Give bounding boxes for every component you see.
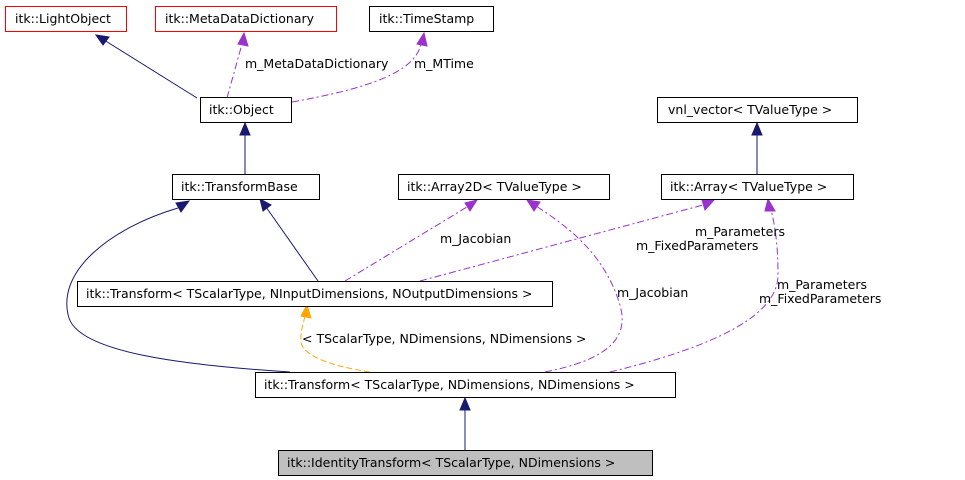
arrowhead bbox=[525, 199, 541, 212]
node-label: itk::Array2D< TValueType > bbox=[407, 179, 582, 194]
label-m-parameters-lower: m_Parameters bbox=[777, 277, 867, 292]
edge-specialized-array bbox=[609, 209, 779, 373]
node-metadata-dictionary[interactable]: itk::MetaDataDictionary bbox=[155, 6, 337, 32]
edge-transform-array bbox=[419, 204, 704, 282]
label-m-fixedparameters-lower: m_FixedParameters bbox=[759, 291, 881, 306]
edge-specialized-transformbase bbox=[66, 207, 291, 373]
arrowhead bbox=[259, 198, 272, 212]
node-array[interactable]: itk::Array< TValueType > bbox=[661, 174, 854, 200]
arrowhead bbox=[764, 197, 776, 212]
arrowhead bbox=[175, 200, 191, 213]
node-transform-generic[interactable]: itk::Transform< TScalarType, NInputDimen… bbox=[77, 281, 553, 307]
node-label: itk::TimeStamp bbox=[379, 11, 474, 26]
node-label: itk::Transform< TScalarType, NDimensions… bbox=[264, 377, 635, 392]
node-label: itk::LightObject bbox=[15, 11, 111, 26]
arrowhead bbox=[239, 121, 251, 136]
node-identity-transform[interactable]: itk::IdentityTransform< TScalarType, NDi… bbox=[278, 450, 653, 476]
node-label: itk::TransformBase bbox=[181, 179, 298, 194]
node-time-stamp[interactable]: itk::TimeStamp bbox=[369, 6, 494, 32]
arrowhead bbox=[237, 31, 249, 47]
label-m-mtime: m_MTime bbox=[414, 56, 474, 71]
node-transform-base[interactable]: itk::TransformBase bbox=[172, 174, 320, 200]
label-m-jacobian-right: m_Jacobian bbox=[617, 285, 688, 300]
node-transform-specialized[interactable]: itk::Transform< TScalarType, NDimensions… bbox=[255, 372, 676, 398]
edges bbox=[66, 31, 779, 450]
node-label: vnl_vector< TValueType > bbox=[668, 102, 832, 117]
node-label: itk::Array< TValueType > bbox=[670, 179, 827, 194]
node-object[interactable]: itk::Object bbox=[200, 97, 292, 123]
label-m-parameters-upper: m_Parameters bbox=[695, 224, 785, 239]
arrowhead bbox=[416, 31, 428, 47]
arrowhead bbox=[94, 34, 110, 46]
edge-specialized-array2d bbox=[535, 205, 623, 373]
arrowhead bbox=[701, 199, 716, 211]
edge-object-metadatadictionary bbox=[226, 43, 243, 99]
arrowhead bbox=[751, 121, 763, 136]
label-m-jacobian-left: m_Jacobian bbox=[440, 231, 511, 246]
node-vnl-vector[interactable]: vnl_vector< TValueType > bbox=[657, 97, 858, 123]
label-template-args: < TScalarType, NDimensions, NDimensions … bbox=[302, 331, 587, 346]
node-label: itk::MetaDataDictionary bbox=[165, 11, 315, 26]
edge-object-timestamp bbox=[291, 43, 422, 103]
edge-specialized-generic bbox=[300, 315, 371, 373]
edge-labels: m_MetaDataDictionary m_MTime m_Jacobian … bbox=[245, 56, 881, 346]
edge-transform-array2d bbox=[344, 206, 468, 282]
node-light-object[interactable]: itk::LightObject bbox=[5, 6, 127, 32]
node-label: itk::Object bbox=[209, 102, 274, 117]
arrowhead bbox=[300, 303, 312, 319]
edge-object-lightobject bbox=[103, 39, 198, 99]
arrowhead bbox=[459, 396, 471, 411]
label-m-metadatadictionary: m_MetaDataDictionary bbox=[245, 56, 389, 71]
edge-transform-transformbase bbox=[265, 206, 319, 282]
node-label: itk::IdentityTransform< TScalarType, NDi… bbox=[287, 455, 615, 470]
node-label: itk::Transform< TScalarType, NInputDimen… bbox=[86, 286, 532, 301]
arrowhead bbox=[464, 199, 479, 212]
node-array2d[interactable]: itk::Array2D< TValueType > bbox=[398, 174, 610, 200]
label-m-fixedparameters-upper: m_FixedParameters bbox=[636, 238, 758, 253]
